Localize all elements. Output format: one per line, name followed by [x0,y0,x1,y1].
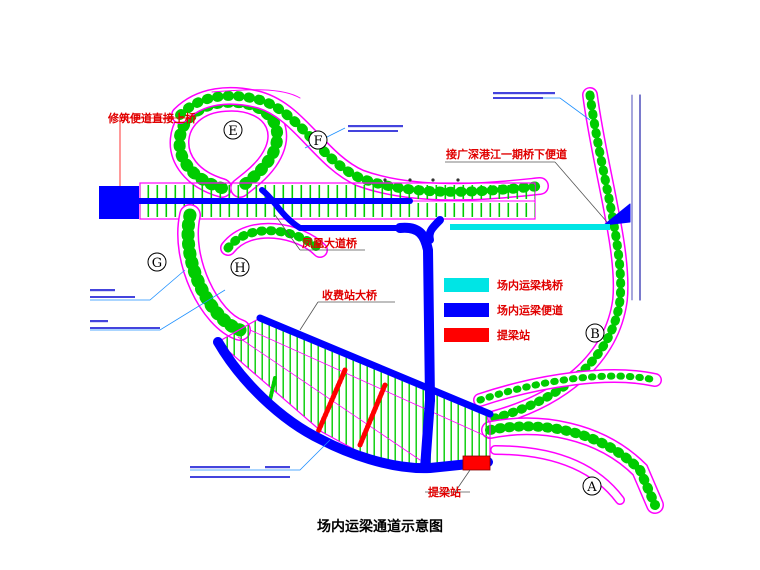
ramp-a [473,369,664,514]
svg-text:场内运梁栈桥: 场内运梁栈桥 [497,278,564,292]
main-bridge [139,182,536,220]
label-beam-lift-station: 提梁站 [428,485,461,499]
svg-text:G: G [152,256,162,271]
svg-text:提梁站: 提梁站 [497,328,530,342]
label-bridge-access: 修筑便道直接上桥 [107,111,197,125]
svg-text:H: H [234,261,245,276]
road-network [139,86,664,514]
svg-text:B: B [590,327,600,342]
label-toll-bridge: 收费站大桥 [322,288,378,302]
ramp-marker-g: G [147,252,167,272]
diagram-caption: 场内运梁通道示意图 [317,519,443,535]
ramp-marker-a: A [582,476,602,496]
ramp-marker-f: F [308,130,328,150]
ramp-marker-b: B [585,323,605,343]
svg-text:场内运梁便道: 场内运梁便道 [497,303,563,317]
trestle [450,224,610,230]
label-fenghuang-bridge: 凤凰大道桥 [302,236,358,250]
legend-item-trestle: 场内运梁栈桥 [444,278,564,292]
label-connect-road: 接广深港江一期桥下便道 [446,147,567,161]
legend-item-lift-station: 提梁站 [444,328,530,342]
bridge-access-pad [99,186,139,219]
toll-fan [216,317,491,467]
beam-lift-station-block [462,455,491,471]
ramp-g-h [177,204,328,341]
legend-swatch-lift-station [444,328,489,342]
svg-text:E: E [228,124,238,139]
haul-road [99,186,631,474]
legend: 场内运梁栈桥 场内运梁便道 提梁站 [444,278,564,342]
legend-item-haul-road: 场内运梁便道 [444,303,563,317]
legend-swatch-trestle [444,278,489,292]
ramp-marker-h: H [230,257,250,277]
svg-text:A: A [586,480,597,495]
ramp-b [487,87,641,426]
legend-swatch-haul-road [444,303,489,317]
svg-text:F: F [313,134,322,149]
ramp-marker-e: E [223,120,243,140]
ramp-markers: E F G H B A [147,120,605,496]
section-markers [383,178,460,182]
small-annotations [90,92,555,478]
leader-lines [90,97,608,493]
